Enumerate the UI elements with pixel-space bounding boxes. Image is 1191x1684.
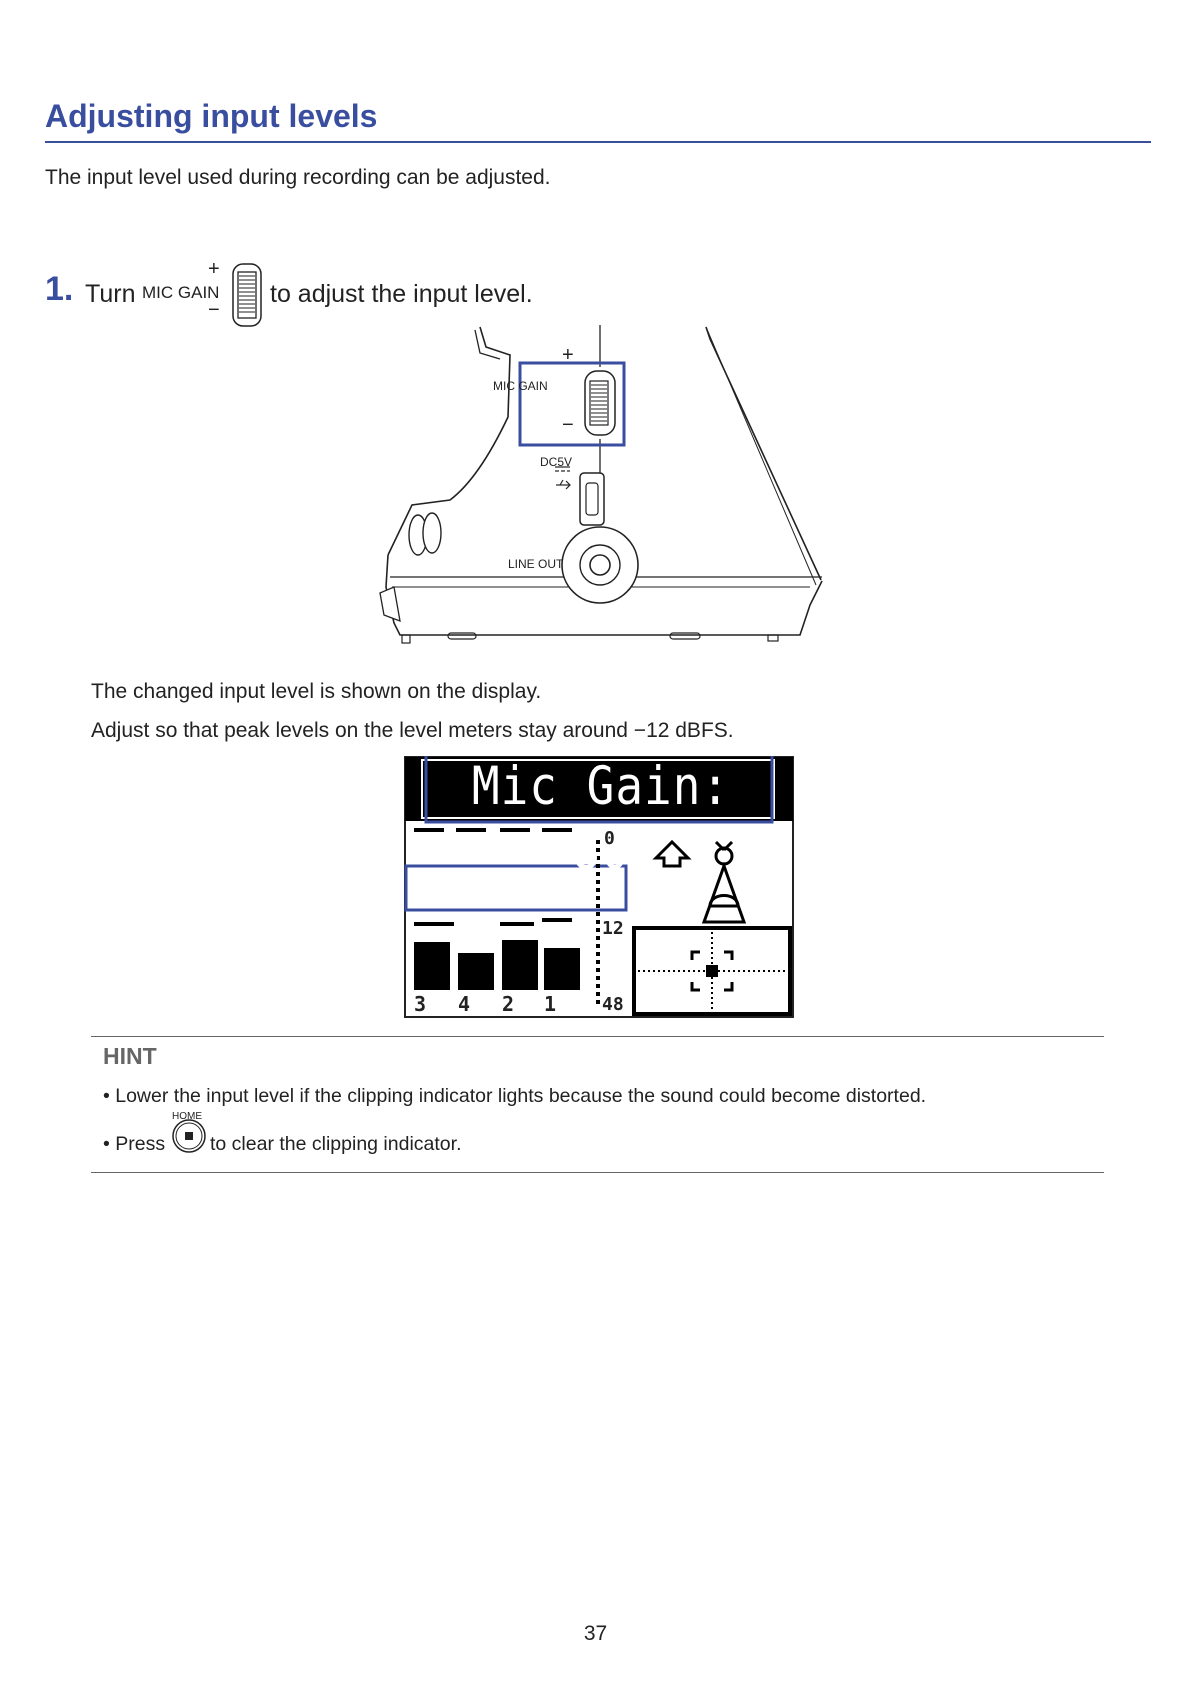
lcd-scale-dot [596,936,600,940]
lcd-scale-mid: 12 [602,918,624,939]
hint-line-2: to clear the clipping indicator. [210,1133,462,1155]
device-illustration: + MIC GAIN − DC5V LINE OUT [370,325,830,655]
lcd-scale-top: 0 [604,828,615,849]
lcd-scale-dot [596,1000,600,1004]
lcd-scale-dot [596,872,600,876]
lcd-scale-dot [596,920,600,924]
lcd-header-text: Mic Gain: 80 [471,754,731,882]
lcd-scale-dot [596,952,600,956]
lcd-scale-dot [596,944,600,948]
lcd-scale-dot [596,864,600,868]
home-button-icon [172,1119,206,1153]
device-mic-gain-label: MIC GAIN [493,379,548,393]
lcd-channel-3: 3 [414,992,427,1016]
home-button-label: HOME [172,1111,202,1122]
device-plus-label: + [562,344,574,366]
lcd-channel-4: 4 [458,992,471,1016]
lcd-scale-dot [596,848,600,852]
lcd-scale-dot [596,896,600,900]
intro-text: The input level used during recording ca… [45,166,551,189]
hint-bottom-divider [91,1172,1104,1173]
lcd-scale-dot [596,960,600,964]
step-turn-text: Turn [85,280,136,308]
display-note: The changed input level is shown on the … [91,680,542,703]
lcd-scale-dot [596,912,600,916]
lcd-scale-dot [596,984,600,988]
peak-level-note: Adjust so that peak levels on the level … [91,719,734,742]
lcd-meter-bar [414,942,450,990]
mic-gain-minus-label: − [208,299,220,321]
hint-title: HINT [103,1043,157,1069]
hint-line-1: • Lower the input level if the clipping … [103,1085,927,1107]
lcd-scale-bottom: 48 [602,994,624,1015]
page-title: Adjusting input levels [45,98,378,134]
lcd-scale-dot [596,880,600,884]
device-dc5v-label: DC5V [540,455,573,469]
step-instruction-text: to adjust the input level. [270,280,533,308]
device-line-out-label: LINE OUT [508,557,564,571]
lcd-scale-dot [596,904,600,908]
lcd-scale-dot [596,840,600,844]
lcd-scale-dot [596,992,600,996]
lcd-scale-dot [596,888,600,892]
page-number: 37 [583,1622,608,1645]
lcd-meter-bar [458,953,494,990]
lcd-channel-2: 2 [502,992,515,1016]
mic-gain-dial-icon [232,263,262,327]
hint-press-text: • Press [103,1133,166,1155]
lcd-meter-bar [502,940,538,990]
lcd-scale-dot [596,856,600,860]
lcd-display: Mic Gain: 80 0 12 48 3 4 2 1 [404,754,794,1018]
lcd-meter-bar [544,948,580,990]
lcd-scale-dot [596,968,600,972]
lcd-scale-dot [596,928,600,932]
title-divider [45,141,1151,143]
mic-gain-inline-label: MIC GAIN [142,283,220,302]
lcd-scale-dot [596,976,600,980]
step-number: 1. [45,270,74,308]
mic-gain-plus-label: + [208,258,220,280]
hint-top-divider [91,1036,1104,1037]
device-minus-label: − [562,414,574,436]
lcd-channel-1: 1 [544,992,557,1016]
